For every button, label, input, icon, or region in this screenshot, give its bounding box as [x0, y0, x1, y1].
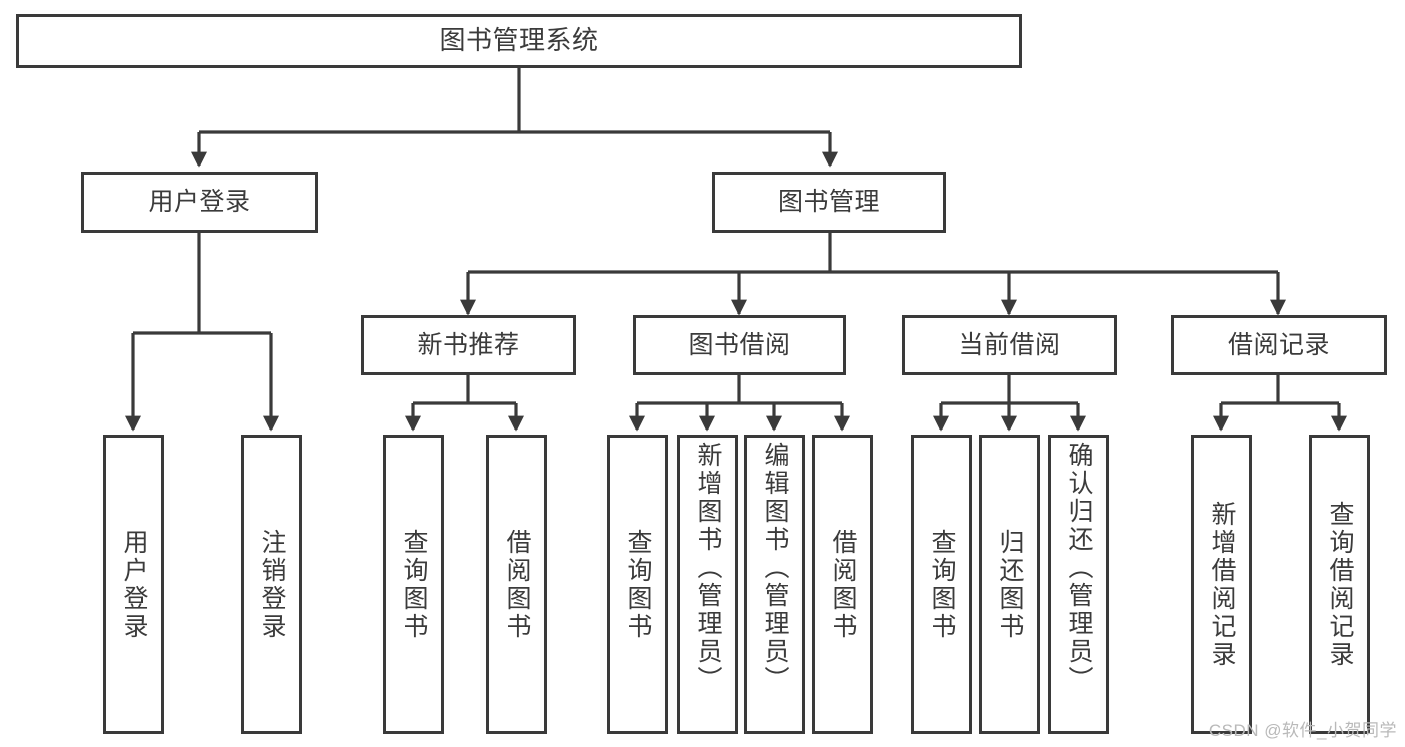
node-label: 用户登录 — [148, 188, 251, 217]
node-label: 注销登录 — [258, 528, 286, 641]
node-user-login[interactable]: 用户登录 — [81, 172, 318, 233]
node-leaf-confirm-return-admin[interactable]: 确认归还（管理员） — [1048, 435, 1109, 734]
node-leaf-logout[interactable]: 注销登录 — [241, 435, 302, 734]
node-leaf-add-book-admin[interactable]: 新增图书（管理员） — [677, 435, 738, 734]
node-label: 查询图书 — [928, 528, 956, 641]
node-new-book-recommend[interactable]: 新书推荐 — [361, 315, 576, 375]
node-label: 图书借阅 — [688, 330, 791, 359]
node-leaf-query-borrow-record[interactable]: 查询借阅记录 — [1309, 435, 1370, 734]
node-label: 图书管理系统 — [439, 25, 599, 56]
node-label: 当前借阅 — [958, 330, 1061, 359]
node-label: 新增借阅记录 — [1208, 500, 1236, 669]
node-book-management[interactable]: 图书管理 — [712, 172, 946, 233]
node-book-borrow[interactable]: 图书借阅 — [633, 315, 846, 375]
node-label: 借阅图书 — [829, 528, 857, 641]
node-label: 借阅图书 — [503, 528, 531, 641]
node-leaf-borrow-book-recommend[interactable]: 借阅图书 — [486, 435, 547, 734]
node-label: 归还图书 — [996, 528, 1024, 641]
node-label: 查询借阅记录 — [1326, 500, 1354, 669]
node-borrow-record[interactable]: 借阅记录 — [1171, 315, 1387, 375]
node-current-borrow[interactable]: 当前借阅 — [902, 315, 1117, 375]
node-label: 用户登录 — [120, 528, 148, 641]
node-label: 编辑图书（管理员） — [761, 442, 789, 694]
node-label: 新增图书（管理员） — [694, 442, 722, 694]
node-leaf-query-book[interactable]: 查询图书 — [607, 435, 668, 734]
node-leaf-user-login[interactable]: 用户登录 — [103, 435, 164, 734]
node-label: 图书管理 — [777, 188, 880, 217]
node-label: 查询图书 — [624, 528, 652, 641]
node-label: 查询图书 — [400, 528, 428, 641]
node-leaf-add-borrow-record[interactable]: 新增借阅记录 — [1191, 435, 1252, 734]
node-label: 新书推荐 — [417, 330, 520, 359]
csdn-watermark: CSDN @软件_小贺同学 — [1208, 721, 1397, 740]
node-leaf-edit-book-admin[interactable]: 编辑图书（管理员） — [744, 435, 805, 734]
node-label: 确认归还（管理员） — [1065, 442, 1093, 694]
node-leaf-return-book[interactable]: 归还图书 — [979, 435, 1040, 734]
node-label: 借阅记录 — [1227, 330, 1330, 359]
node-leaf-borrow-book[interactable]: 借阅图书 — [812, 435, 873, 734]
node-leaf-query-book-recommend[interactable]: 查询图书 — [383, 435, 444, 734]
node-leaf-query-book-current[interactable]: 查询图书 — [911, 435, 972, 734]
node-root-book-management-system[interactable]: 图书管理系统 — [16, 14, 1022, 68]
